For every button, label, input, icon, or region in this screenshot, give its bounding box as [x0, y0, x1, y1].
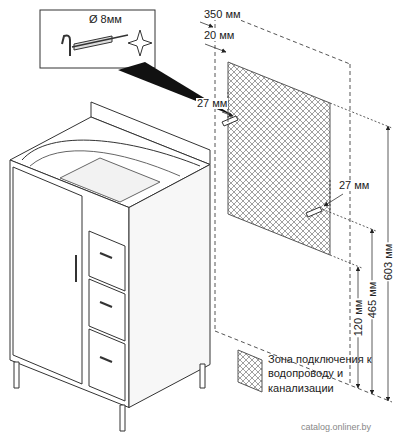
dimension-label: 27 мм [338, 180, 370, 191]
cabinet-leg [14, 362, 19, 388]
dimension-label: 350 мм [203, 9, 242, 20]
dimension-lines [200, 22, 392, 401]
dimension-label: 20 мм [203, 30, 235, 41]
cabinet-door [13, 167, 82, 384]
drill-icon [128, 30, 152, 56]
door-handle [75, 255, 77, 282]
screw [72, 35, 128, 47]
wall [215, 10, 392, 402]
cabinet [10, 102, 210, 431]
dowel-inset [40, 10, 155, 68]
cabinet-leg [200, 364, 205, 388]
drawer-handle [100, 302, 112, 307]
diameter-label: Ø 8мм [88, 14, 123, 25]
dimension-label: 27 мм [196, 98, 228, 109]
watermark: catalog.onliner.by [300, 423, 372, 432]
wall-screws [222, 116, 322, 217]
cabinet-side [129, 165, 210, 408]
drawer [89, 329, 125, 401]
legend-swatch [238, 350, 262, 392]
connection-zone [228, 62, 330, 255]
hook [62, 36, 70, 57]
cabinet-front [10, 160, 129, 408]
drawer-handle [100, 253, 112, 258]
drawer-handle [100, 357, 112, 362]
cabinet-leg [120, 405, 125, 431]
pointer-arrow [118, 62, 234, 116]
dimension-label: 603 мм [383, 243, 394, 282]
dimension-label: 120 мм [353, 299, 364, 338]
dimension-label: 465 мм [367, 281, 378, 320]
legend-text: Зона подключения к водопроводу и канализ… [268, 352, 388, 395]
inset-frame [40, 10, 155, 68]
